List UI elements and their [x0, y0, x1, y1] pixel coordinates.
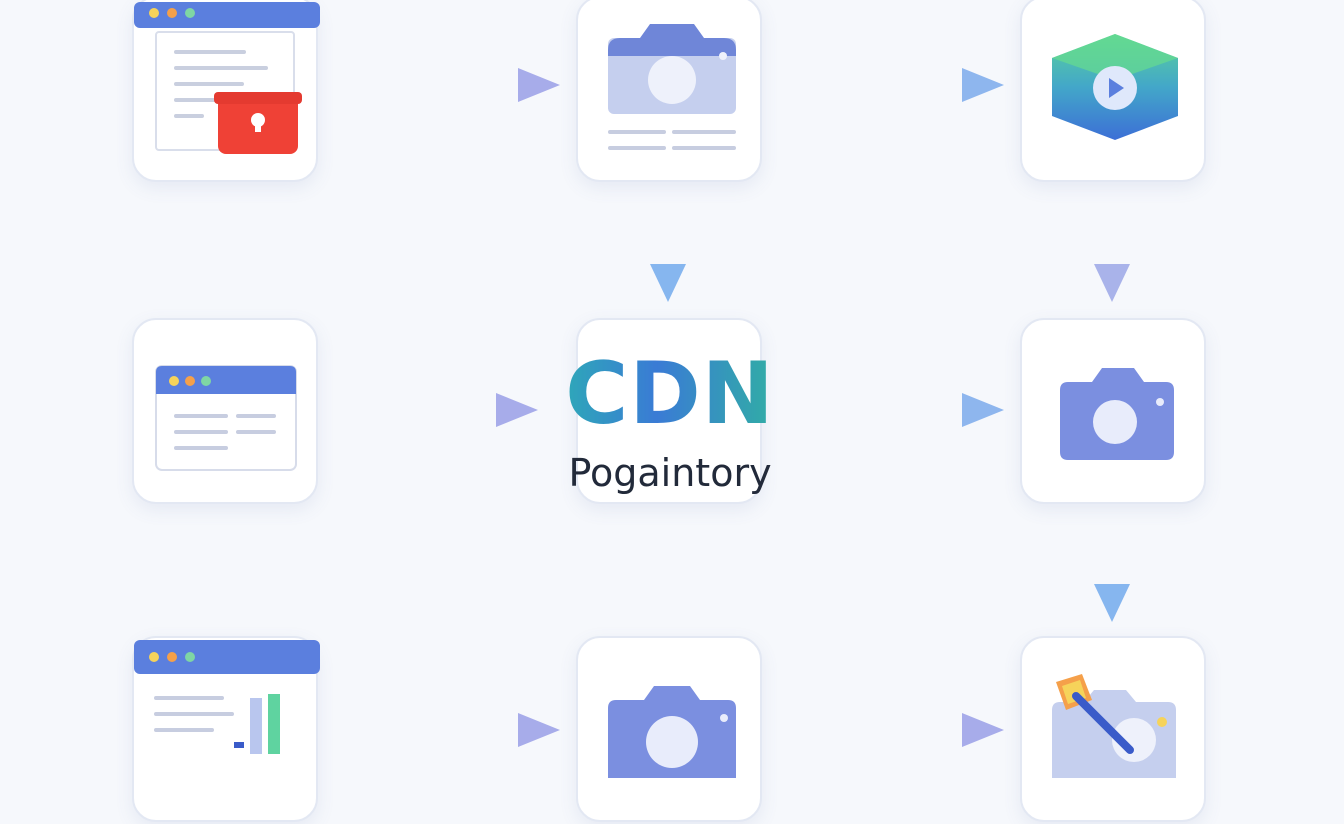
camera-bottom-node[interactable] — [576, 636, 762, 822]
video-play-cube-icon — [1052, 34, 1178, 140]
arrow-r2-a — [332, 393, 538, 427]
browser-window-with-shopping-bag-icon — [134, 2, 320, 154]
arrow-r3-b — [776, 713, 1004, 747]
arrow-r1-a — [332, 68, 560, 102]
cdn-flow-diagram: CDN Pogaintory — [132, 0, 1206, 822]
arrows-layer — [332, 68, 1130, 747]
camera-icon — [608, 686, 736, 778]
camera-icon — [1060, 368, 1174, 460]
arrow-r3-a — [332, 713, 560, 747]
browser-window-icon — [155, 365, 297, 471]
cdn-hub-node[interactable] — [576, 318, 762, 504]
video-cube-node[interactable] — [1020, 0, 1206, 182]
camera-edit-icon — [1052, 674, 1176, 778]
arrow-v-right-top — [1094, 194, 1130, 302]
camera-card-icon — [608, 24, 736, 150]
camera-node[interactable] — [1020, 318, 1206, 504]
arrow-r1-b — [776, 68, 1004, 102]
cdn-subtitle: Pogaintory — [568, 451, 772, 495]
browser-with-bag-node[interactable] — [132, 0, 320, 182]
cdn-title: CDN — [540, 344, 800, 444]
arrow-v-right-bottom — [1094, 522, 1130, 622]
browser-chart-node[interactable] — [132, 636, 320, 822]
camera-edit-node[interactable] — [1020, 636, 1206, 822]
camera-card-node[interactable] — [576, 0, 762, 182]
browser-window-with-chart-icon — [134, 640, 320, 754]
arrow-v-mid-top — [650, 194, 686, 302]
browser-window-node[interactable] — [132, 318, 318, 504]
arrow-r2-b — [802, 393, 1004, 427]
